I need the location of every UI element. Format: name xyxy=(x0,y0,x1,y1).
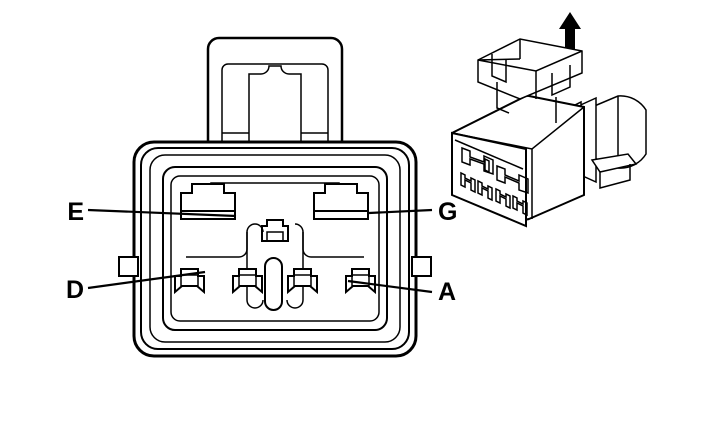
up-arrow-icon xyxy=(559,12,581,53)
right-rib-loop xyxy=(286,232,304,309)
right-side-tab xyxy=(411,256,432,277)
center-cavity-outline xyxy=(261,219,289,242)
iso-cavity-center xyxy=(484,157,490,174)
upper-left-terminal-cavity xyxy=(180,183,236,220)
leader-line-a xyxy=(347,279,433,294)
housing-ring-outer xyxy=(132,140,418,358)
leader-line-d xyxy=(87,270,206,290)
housing-ring-inner xyxy=(162,166,388,331)
latch-tab-outer xyxy=(206,36,344,147)
iso-cavity-upper-right xyxy=(496,164,529,195)
iso-rear-boss xyxy=(591,95,647,169)
iso-latch-rib-left xyxy=(496,82,510,114)
connector-front-face xyxy=(118,36,432,358)
iso-latch-notch-left xyxy=(491,54,507,84)
iso-interior-shelf xyxy=(454,139,524,170)
label-d: D xyxy=(66,276,84,304)
lower-mid-left-terminal-cavity xyxy=(232,268,263,295)
housing-ring-3 xyxy=(149,154,401,343)
label-e: E xyxy=(67,198,84,226)
cavity-b-inner xyxy=(238,274,257,286)
iso-cavity-small-4 xyxy=(512,194,528,217)
housing-ring-2 xyxy=(140,147,410,350)
lower-mid-right-terminal-cavity xyxy=(287,268,318,295)
label-g: G xyxy=(438,198,457,226)
label-a: A xyxy=(438,278,456,306)
iso-cavity-small-3 xyxy=(495,187,511,210)
iso-cavity-small-2 xyxy=(477,179,493,202)
center-cavity-inner xyxy=(266,231,284,241)
callout-leaders xyxy=(87,208,433,294)
iso-rear-wing-edge xyxy=(599,164,631,189)
iso-latch-notch-right xyxy=(551,65,571,97)
left-rib-loop xyxy=(246,232,264,309)
leader-line-e xyxy=(87,208,237,218)
center-oval-keyway xyxy=(264,257,283,311)
cavity-c-inner xyxy=(293,274,312,286)
iso-cavity-small-1 xyxy=(460,171,476,194)
connector-isometric-view xyxy=(451,12,647,228)
latch-tab-t-slot xyxy=(248,65,302,147)
housing-cavity-wall xyxy=(170,175,380,322)
iso-cavity-upper-left xyxy=(461,146,494,176)
latch-tab-inner xyxy=(221,63,329,147)
up-arrow-glyph xyxy=(559,12,581,53)
iso-latch-front-face xyxy=(477,58,521,61)
left-side-tab xyxy=(118,256,139,277)
upper-right-terminal-cavity xyxy=(313,183,369,220)
iso-rear-wing xyxy=(590,153,638,173)
left-guide-rib-cap xyxy=(254,223,264,233)
top-latch-tab xyxy=(206,36,344,147)
leader-line-g xyxy=(368,208,433,215)
center-top-small-cavity xyxy=(261,219,289,242)
